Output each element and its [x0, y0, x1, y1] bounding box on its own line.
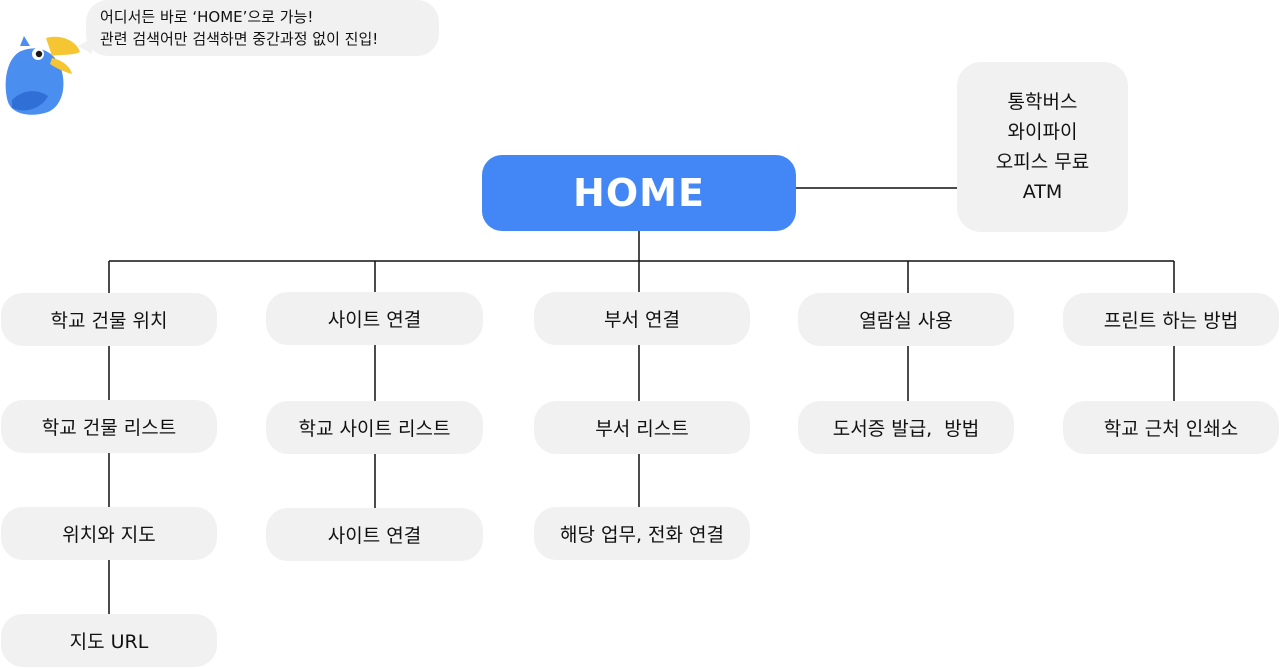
node-print-shop[interactable]: 학교 근처 인쇄소	[1063, 401, 1279, 454]
node-department-link[interactable]: 부서 연결	[534, 292, 750, 345]
node-print-howto[interactable]: 프린트 하는 방법	[1063, 293, 1279, 346]
node-building-list[interactable]: 학교 건물 리스트	[1, 400, 217, 453]
node-location-map[interactable]: 위치와 지도	[1, 507, 217, 560]
node-label: 해당 업무, 전화 연결	[560, 524, 724, 546]
node-library-card[interactable]: 도서증 발급, 방법	[798, 401, 1014, 454]
node-label: 지도 URL	[69, 631, 149, 653]
parrot-mascot-icon	[5, 36, 80, 115]
node-site-link[interactable]: 사이트 연결	[266, 292, 483, 345]
info-item: 와이파이	[1007, 121, 1078, 143]
info-item: ATM	[1022, 181, 1063, 203]
node-department-list[interactable]: 부서 리스트	[534, 401, 750, 454]
node-label: 부서 리스트	[595, 418, 689, 440]
node-label: 도서증 발급, 방법	[832, 418, 980, 440]
home-label: HOME	[573, 171, 705, 215]
node-site-connect[interactable]: 사이트 연결	[266, 508, 483, 561]
bubble-line-2: 관련 검색어만 검색하면 중간과정 없이 진입!	[100, 30, 379, 48]
speech-bubble: 어디서든 바로 ‘HOME’으로 가능! 관련 검색어만 검색하면 중간과정 없…	[86, 0, 439, 56]
node-label: 프린트 하는 방법	[1103, 310, 1239, 332]
node-map-url[interactable]: 지도 URL	[1, 614, 217, 667]
home-node[interactable]: HOME	[482, 155, 796, 231]
info-item: 통학버스	[1007, 91, 1078, 113]
node-reading-room[interactable]: 열람실 사용	[798, 293, 1014, 346]
node-label: 위치와 지도	[62, 524, 156, 546]
node-label: 학교 건물 위치	[50, 310, 168, 332]
node-label: 학교 건물 리스트	[41, 417, 177, 439]
bubble-line-1: 어디서든 바로 ‘HOME’으로 가능!	[100, 8, 314, 26]
node-building-location[interactable]: 학교 건물 위치	[1, 293, 217, 346]
node-label: 사이트 연결	[327, 525, 422, 547]
node-label: 학교 근처 인쇄소	[1103, 418, 1239, 440]
node-label: 학교 사이트 리스트	[298, 418, 451, 440]
info-node[interactable]: 통학버스 와이파이 오피스 무료 ATM	[957, 62, 1128, 232]
node-label: 부서 연결	[604, 309, 680, 331]
node-duty-phone[interactable]: 해당 업무, 전화 연결	[534, 507, 750, 560]
node-label: 사이트 연결	[327, 309, 422, 331]
node-school-site-list[interactable]: 학교 사이트 리스트	[266, 401, 483, 454]
info-item: 오피스 무료	[995, 151, 1090, 173]
node-label: 열람실 사용	[859, 310, 953, 332]
